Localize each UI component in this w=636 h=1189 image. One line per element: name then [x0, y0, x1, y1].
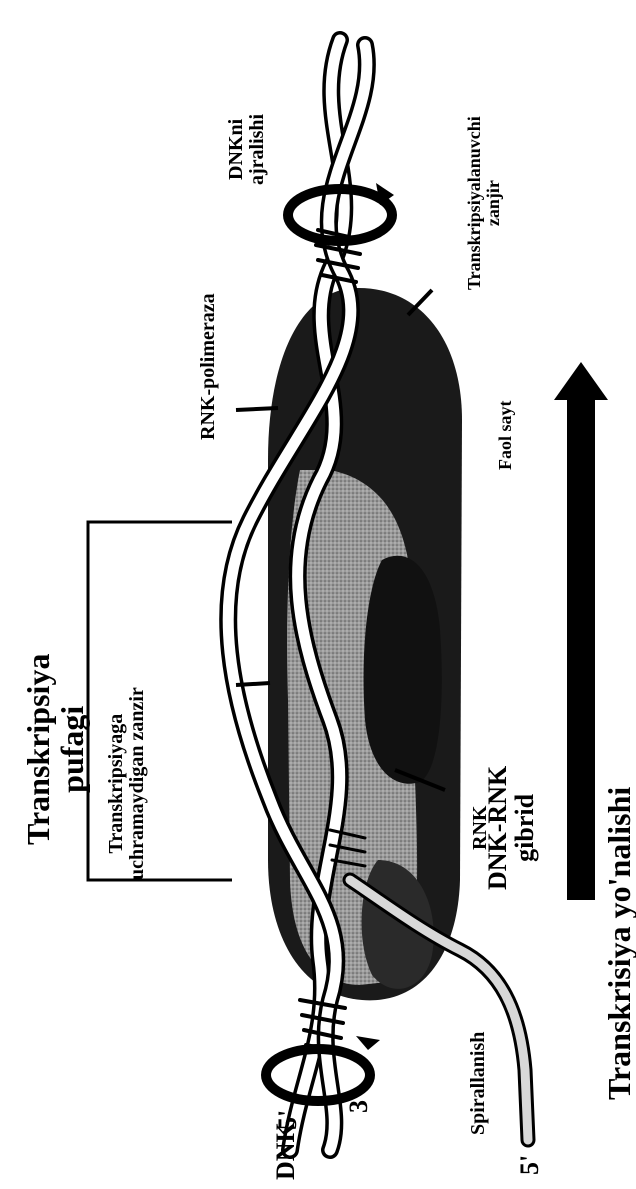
label-transcription-bubble: Transkripsiya pufagi	[22, 654, 89, 845]
label-rna-polymerase: RNK-polimeraza	[198, 293, 219, 440]
label-dna-rna-hybrid: DNK-RNK gibrid	[484, 766, 539, 890]
label-non-template-strand: Transkripsiyaga uchramaydigan zanzir	[106, 687, 148, 880]
label-3-prime: 3'	[345, 1093, 372, 1113]
non-template-pointer	[236, 683, 270, 685]
label-dna: DNK	[272, 1122, 299, 1180]
label-active-site: Faol sayt	[496, 401, 515, 471]
label-template-strand: Transkripsiyalanuvchi zanjir	[465, 116, 503, 290]
label-5-prime-top: 5'	[274, 1110, 301, 1130]
label-spirallanish: Spirallanish	[468, 1032, 489, 1135]
label-transcription-direction: Transkrisiya yo'nalishi	[603, 787, 636, 1100]
label-5-prime-rna: 5'	[516, 1155, 543, 1175]
polymerase-dark-lobe	[364, 556, 442, 784]
transcription-direction-arrow	[554, 362, 608, 900]
polymerase-pointer	[236, 408, 278, 410]
label-dna-unwinding: DNKni ajralishi	[226, 114, 268, 185]
